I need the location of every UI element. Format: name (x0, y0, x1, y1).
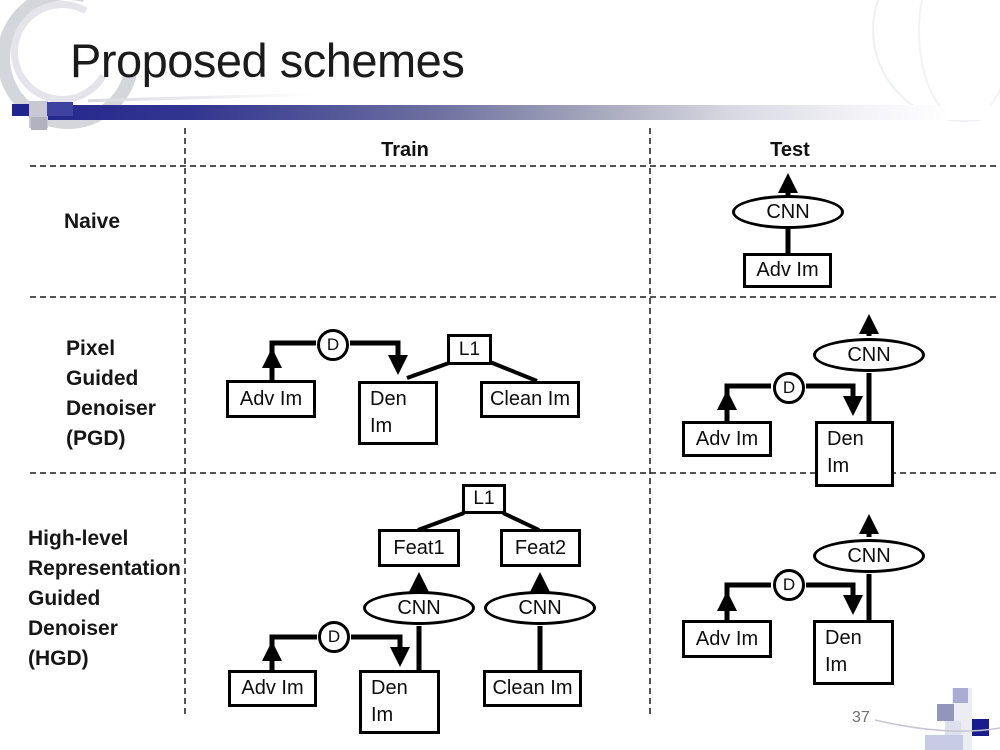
hgd-train-clean-im-box: Clean Im (483, 670, 582, 707)
footer-swoosh-decoration (874, 719, 1000, 732)
footer-accent-square (925, 735, 963, 750)
header-accent-square (31, 117, 47, 130)
page-title: Proposed schemes (70, 34, 465, 87)
row-label-pgd: Pixel Guided Denoiser (PGD) (66, 337, 156, 450)
footer-accent-square (945, 721, 961, 737)
row-label-hgd: High-level Representation Guided Denoise… (28, 527, 181, 670)
row-label-naive: Naive (64, 210, 121, 233)
pgd-train-denoiser-circle: D (317, 329, 349, 361)
hgd-test-arrows (717, 514, 879, 622)
hgd-test-denoiser-circle: D (773, 569, 805, 601)
pgd-train-l1-box: L1 (447, 334, 492, 365)
hgd-train-cnn1-ellipse: CNN (363, 591, 475, 625)
header-accent-square (47, 102, 73, 116)
hgd-train-adv-im-box: Adv Im (228, 670, 317, 707)
footer-accent-square (953, 688, 968, 703)
pgd-test-denoiser-circle: D (773, 372, 805, 404)
hgd-train-l1-box: L1 (462, 484, 506, 514)
footer-accent-square (937, 704, 954, 721)
hgd-train-feat2-box: Feat2 (500, 529, 581, 567)
hgd-test-adv-im-box: Adv Im (682, 620, 772, 658)
hgd-test-den-im-box: Den Im (813, 620, 894, 685)
hgd-train-feat1-box: Feat1 (378, 529, 460, 567)
pgd-test-den-im-box: Den Im (815, 421, 894, 487)
pgd-train-adv-im-box: Adv Im (226, 380, 316, 418)
column-header-train: Train (381, 139, 429, 161)
pgd-train-clean-im-box: Clean Im (480, 381, 580, 418)
hgd-train-arrows (262, 511, 550, 672)
hgd-train-cnn2-ellipse: CNN (484, 591, 596, 625)
hgd-test-cnn-ellipse: CNN (813, 539, 925, 573)
pgd-train-den-im-box: Den Im (358, 381, 438, 445)
pgd-train-arrows (262, 340, 538, 383)
pgd-test-cnn-ellipse: CNN (813, 338, 925, 372)
header-gradient-bar (47, 105, 1000, 120)
naive-test-adv-im-box: Adv Im (743, 253, 832, 288)
pgd-test-adv-im-box: Adv Im (682, 421, 772, 457)
footer-accent-square (972, 719, 989, 736)
hgd-train-den-im-box: Den Im (359, 670, 440, 734)
hgd-train-denoiser-circle: D (318, 621, 350, 653)
page-number: 37 (852, 709, 870, 726)
header-accent-square (12, 104, 29, 116)
naive-test-cnn-ellipse: CNN (732, 195, 844, 229)
column-header-test: Test (770, 139, 810, 161)
pgd-test-arrows (717, 314, 879, 423)
grid-dashed-lines (30, 128, 1000, 716)
